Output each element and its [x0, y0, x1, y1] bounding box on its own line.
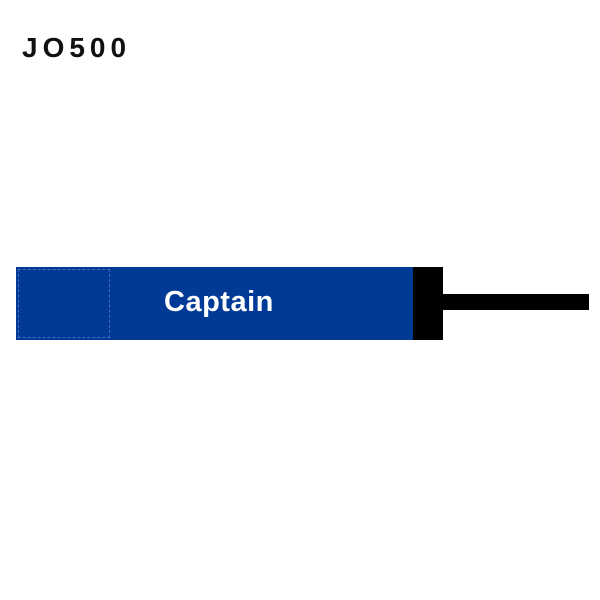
- product-code: JO500: [22, 32, 132, 63]
- velcro-patch: [18, 269, 110, 338]
- armband-strap: [443, 294, 589, 310]
- captain-armband: Captain: [16, 267, 414, 340]
- armband-label: Captain: [164, 286, 274, 318]
- armband-buckle: [413, 267, 443, 340]
